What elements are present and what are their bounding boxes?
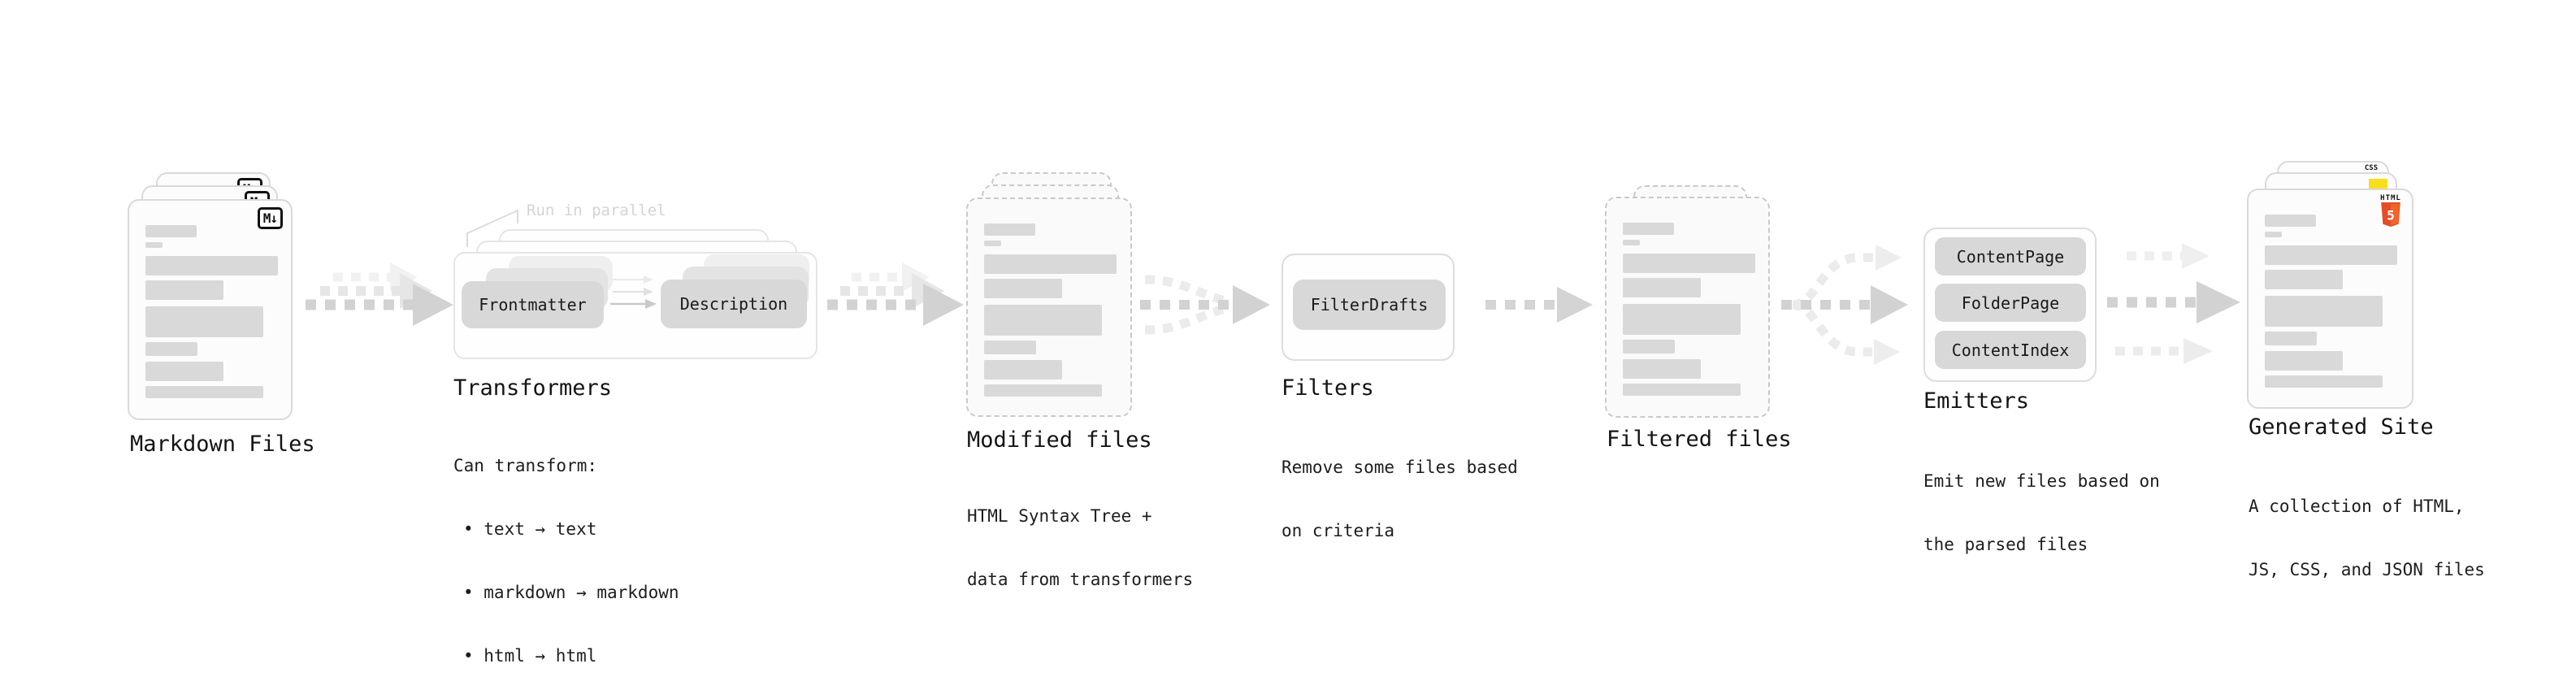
description-line: • html → html (463, 646, 597, 666)
stage-label-transformers: Transformers (453, 375, 613, 401)
emitter-pill-folderpage: FolderPage (1935, 284, 2086, 322)
arrow-split-filtered-to-emitters (1781, 245, 1908, 365)
placeholder-bar (984, 241, 1001, 246)
description-line: A collection of HTML, (2249, 497, 2465, 516)
transformer-pill-description: Description (661, 280, 807, 328)
placeholder-bar (1623, 240, 1640, 245)
placeholder-bar (1623, 254, 1755, 273)
modified-files-description: HTML Syntax Tree + data from transformer… (967, 463, 1193, 632)
text-placeholder-bars (129, 201, 291, 419)
placeholder-bar (145, 242, 163, 248)
stage-label-generated-site: Generated Site (2249, 414, 2434, 440)
document-card-front (966, 197, 1132, 417)
placeholder-bar (2265, 332, 2317, 345)
placeholder-bar (145, 306, 263, 337)
description-line: HTML Syntax Tree + (967, 506, 1152, 526)
generated-site-description: A collection of HTML, JS, CSS, and JSON … (2249, 453, 2485, 622)
filters-description: Remove some files based on criteria (1281, 414, 1518, 583)
document-card-front: M↓ (128, 199, 293, 420)
placeholder-bar (2265, 270, 2343, 289)
description-line: Can transform: (453, 456, 598, 475)
arrow-emitters-to-generated (2107, 243, 2240, 364)
arrow-filters-to-filtered (1485, 287, 1593, 323)
placeholder-bar (1623, 340, 1675, 354)
document-card-front (1605, 197, 1770, 418)
placeholder-bar (984, 384, 1102, 397)
placeholder-bar (984, 340, 1036, 354)
description-line: Emit new files based on (1923, 471, 2160, 491)
run-in-parallel-note: Run in parallel (527, 202, 666, 219)
filter-pill-filterdrafts: FilterDrafts (1293, 280, 1446, 330)
parallel-transform-arrows (610, 275, 657, 309)
placeholder-bar (1623, 304, 1741, 335)
markdown-icon: M↓ (257, 207, 283, 229)
html5-icon: HTML 5 (2379, 194, 2402, 227)
js-icon (2369, 179, 2387, 189)
placeholder-bar (2265, 296, 2383, 327)
stage-label-modified-files: Modified files (967, 427, 1152, 453)
description-line: on criteria (1281, 521, 1395, 540)
stage-label-filtered-files: Filtered files (1607, 427, 1792, 452)
description-line: JS, CSS, and JSON files (2249, 560, 2485, 579)
description-line: Remove some files based (1281, 458, 1518, 477)
placeholder-bar (145, 362, 223, 381)
transformers-description: Can transform: • text → text • markdown … (453, 413, 679, 681)
description-line: • markdown → markdown (463, 583, 679, 602)
placeholder-bar (2265, 215, 2316, 227)
placeholder-bar (1623, 359, 1701, 379)
emitters-description: Emit new files based on the parsed files (1923, 428, 2160, 597)
placeholder-bar (1623, 278, 1701, 297)
emitter-pill-contentpage: ContentPage (1935, 237, 2086, 275)
callout-leader-line (466, 209, 518, 247)
transformer-pill-frontmatter: Frontmatter (462, 281, 604, 328)
placeholder-bar (145, 386, 263, 398)
arrow-markdown-to-transformers (306, 262, 453, 326)
description-line: data from transformers (967, 570, 1194, 589)
arrow-merge-modified-to-filters (1140, 275, 1270, 335)
placeholder-bar (145, 280, 223, 300)
placeholder-bar (984, 254, 1117, 274)
placeholder-bar (2265, 245, 2397, 265)
description-line: • text → text (463, 519, 597, 539)
text-placeholder-bars (1607, 198, 1768, 416)
placeholder-bar (145, 256, 278, 275)
stage-label-markdown-files: Markdown Files (130, 432, 315, 457)
description-line: the parsed files (1923, 535, 2088, 554)
text-placeholder-bars (968, 199, 1130, 415)
placeholder-bar (2265, 375, 2383, 388)
document-card-front: HTML 5 (2247, 189, 2413, 409)
placeholder-bar (2265, 351, 2343, 371)
placeholder-bar (145, 225, 197, 237)
placeholder-bar (984, 279, 1062, 298)
placeholder-bar (1623, 223, 1674, 235)
placeholder-bar (145, 342, 197, 356)
placeholder-bar (984, 305, 1102, 336)
svg-text:5: 5 (2387, 207, 2395, 223)
placeholder-bar (984, 223, 1035, 236)
placeholder-bar (1623, 384, 1741, 396)
text-placeholder-bars (2249, 190, 2412, 407)
stage-label-filters: Filters (1281, 375, 1374, 401)
stage-label-emitters: Emitters (1923, 388, 2030, 414)
placeholder-bar (2265, 232, 2282, 237)
arrow-transformers-to-modified (827, 262, 964, 326)
placeholder-bar (984, 360, 1062, 380)
emitter-pill-contentindex: ContentIndex (1935, 331, 2086, 369)
